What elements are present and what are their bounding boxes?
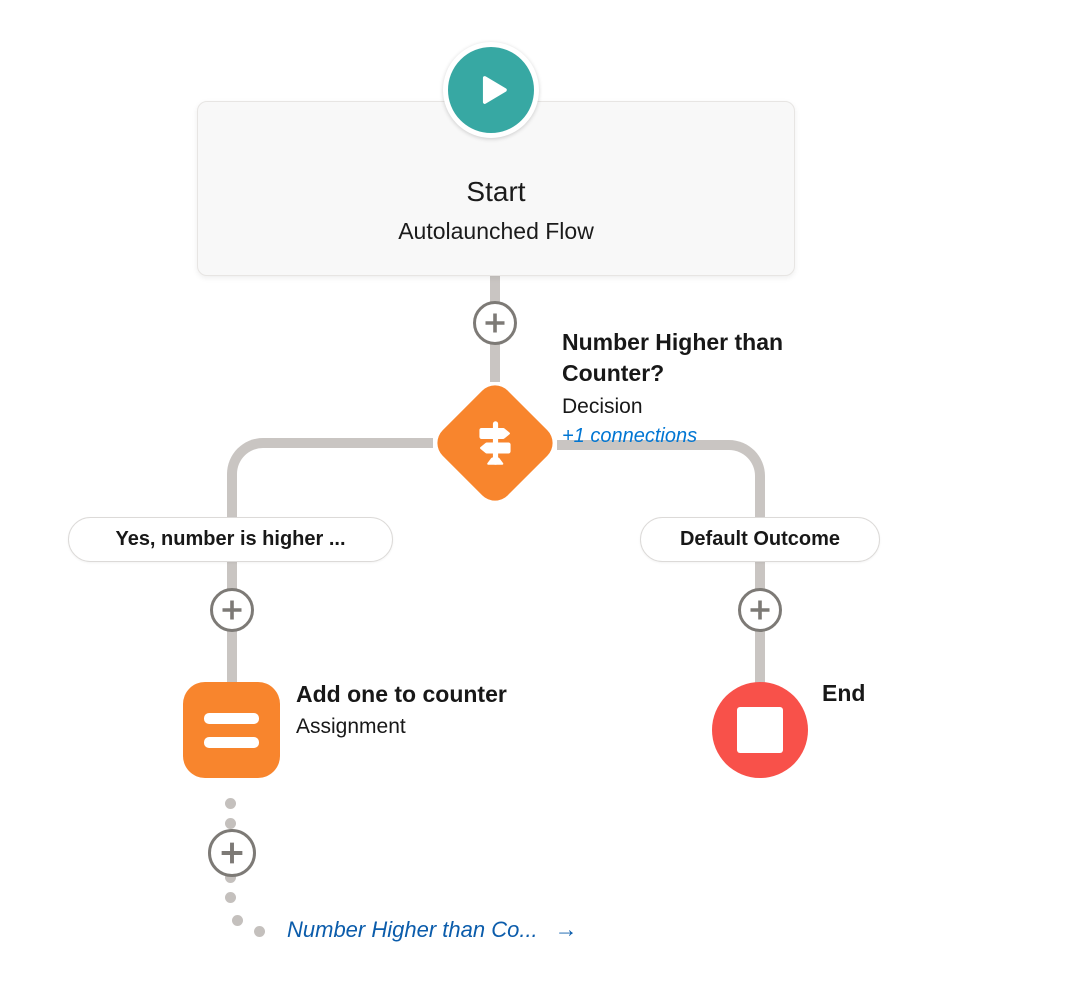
add-element-button-right-branch[interactable] (738, 588, 782, 632)
equals-icon (204, 712, 259, 748)
goto-arrow-icon: → (554, 916, 578, 942)
play-icon (469, 68, 513, 112)
decision-node-title: Number Higher than Counter? (562, 329, 784, 386)
connector-dot (225, 892, 236, 903)
start-node-circle[interactable] (443, 42, 539, 138)
connector-left-branch-corner (227, 438, 433, 518)
assignment-node-title: Add one to counter (296, 681, 507, 707)
start-node-title: Start (466, 176, 526, 207)
start-node-subtitle: Autolaunched Flow (398, 218, 594, 244)
end-node[interactable] (712, 682, 808, 778)
goto-target-label[interactable]: Number Higher than Co... (287, 916, 538, 942)
decision-node-text: Number Higher than Counter? Decision +1 … (562, 327, 820, 449)
connector-dot (225, 818, 236, 829)
end-node-title: End (822, 680, 866, 706)
branch-label-right: Default Outcome (640, 517, 880, 562)
plus-icon (221, 599, 243, 621)
assignment-node[interactable] (183, 682, 280, 778)
plus-icon (484, 312, 506, 334)
decision-node-type: Decision (562, 395, 643, 418)
connector-dot (254, 926, 265, 937)
add-element-button-goto[interactable] (208, 829, 256, 877)
assignment-node-type: Assignment (296, 715, 406, 738)
connector-dot (232, 915, 243, 926)
goto-connector-link[interactable]: Number Higher than Co... → (287, 916, 578, 943)
assignment-node-text: Add one to counter Assignment (296, 681, 507, 739)
plus-icon (220, 841, 244, 865)
connector-dot (225, 798, 236, 809)
add-element-button-left-branch[interactable] (210, 588, 254, 632)
add-element-button-main[interactable] (473, 301, 517, 345)
signpost-icon (468, 416, 522, 470)
connector-dot (225, 872, 236, 883)
decision-connections-link[interactable]: +1 connections (562, 425, 698, 447)
stop-icon (737, 707, 783, 753)
connector-right-branch-corner (557, 440, 765, 518)
branch-label-left: Yes, number is higher ... (68, 517, 393, 562)
decision-node[interactable] (429, 377, 561, 509)
plus-icon (749, 599, 771, 621)
